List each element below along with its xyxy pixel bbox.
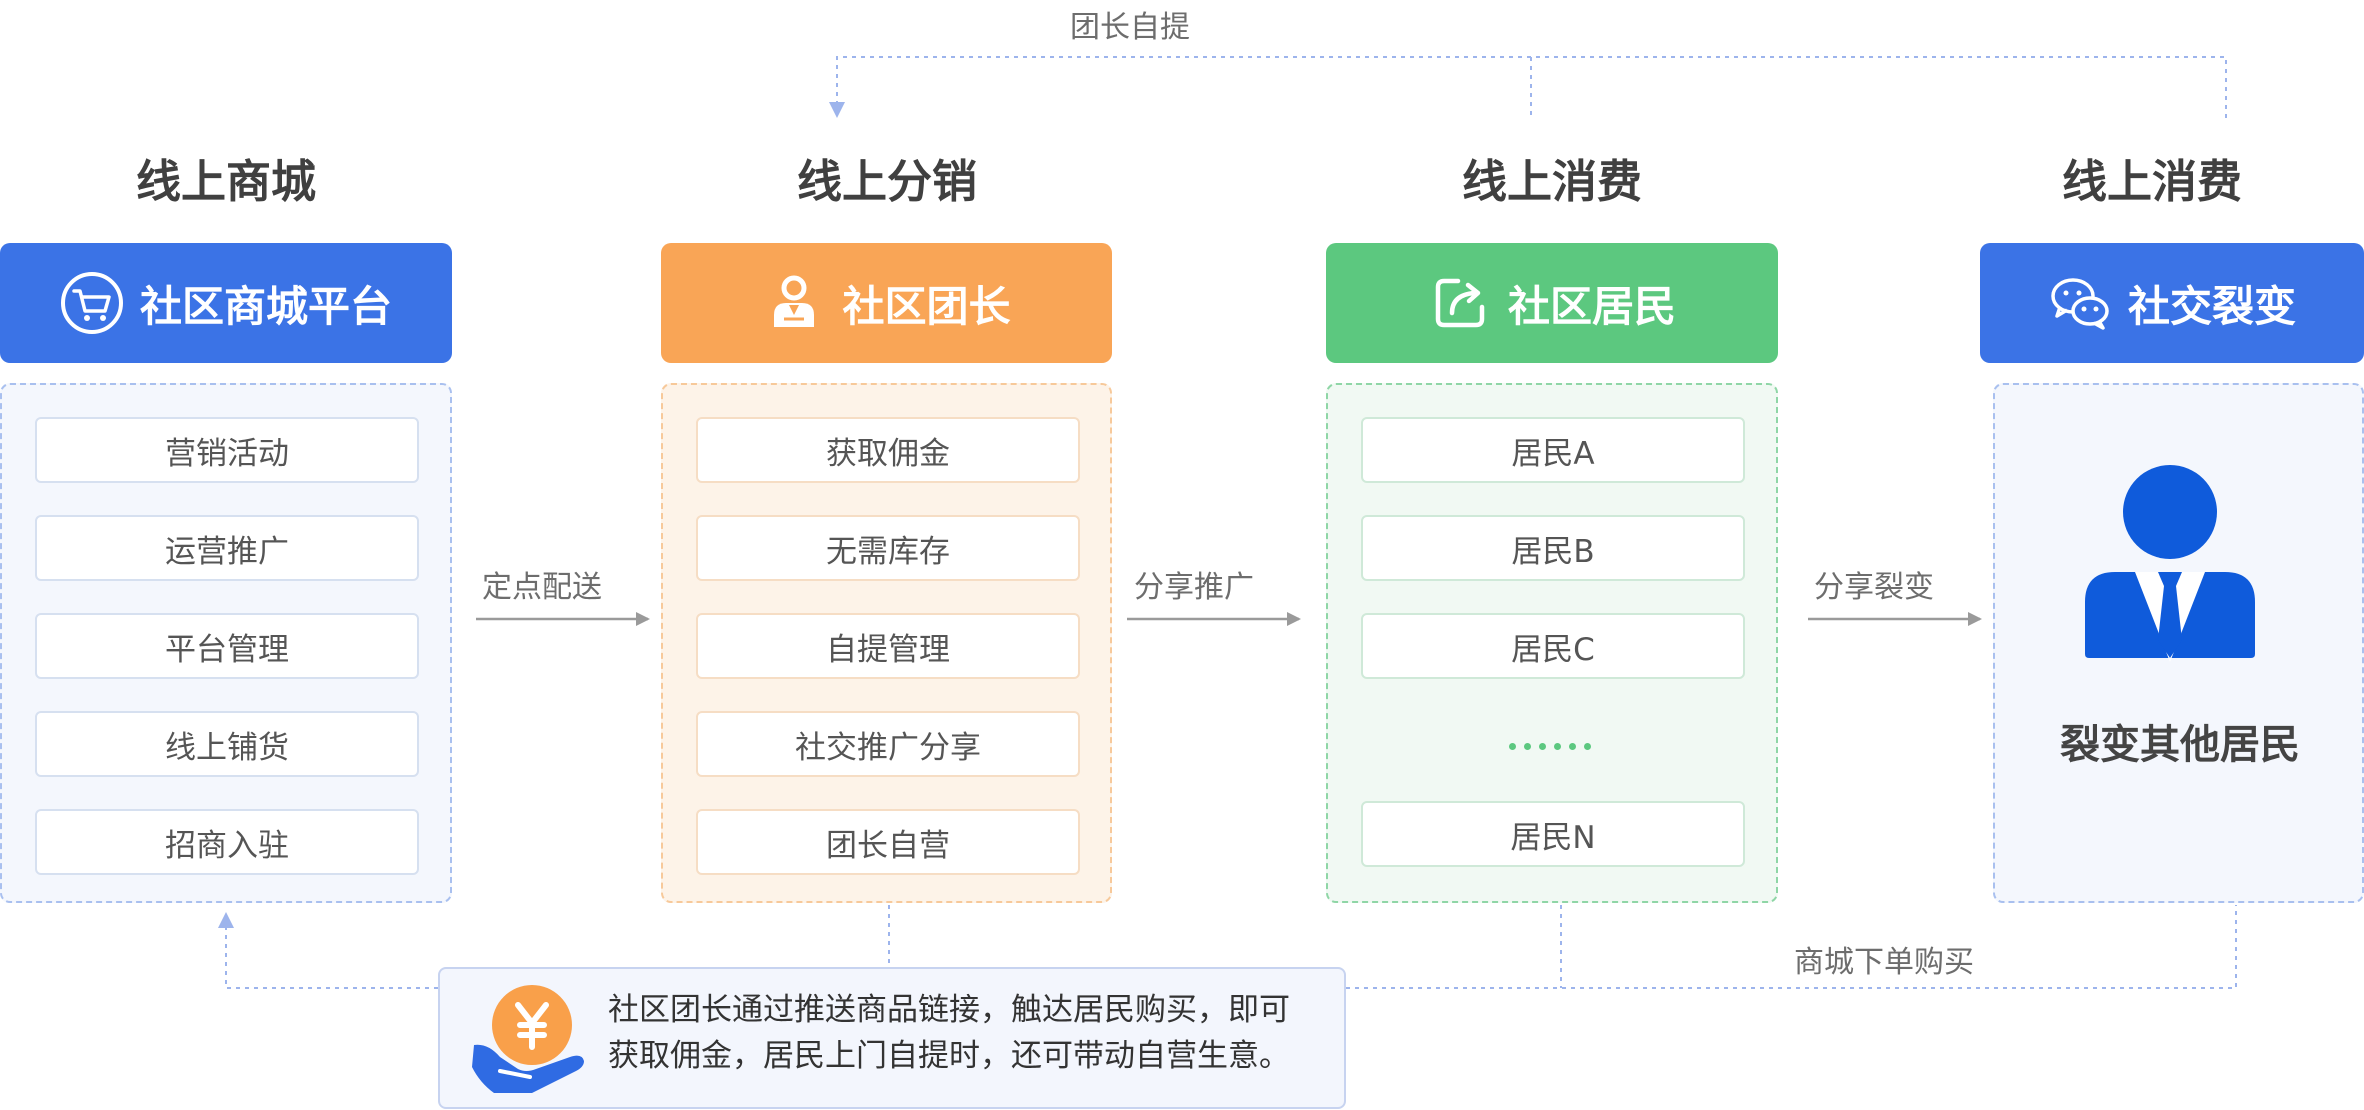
top-arrow-head [829, 102, 845, 118]
list-item: 社交推广分享 [696, 711, 1080, 777]
label-share-promote: 分享推广 [1134, 570, 1254, 605]
panel-residents: 居民A 居民B 居民C 居民N [1326, 383, 1778, 903]
header-label: 社区团长 [842, 281, 1011, 331]
label-share-fission: 分享裂变 [1814, 570, 1934, 605]
list-item: 线上铺货 [35, 711, 419, 777]
list-item: 营销活动 [35, 417, 419, 483]
list-item: 居民B [1361, 515, 1745, 581]
list-item: 居民A [1361, 417, 1745, 483]
label-fixed-delivery: 定点配送 [482, 570, 602, 605]
ellipsis-more-residents [1330, 726, 1770, 766]
header-label: 社区居民 [1507, 281, 1676, 331]
column-title-online-consumption: 线上消费 [1461, 155, 1642, 208]
list-item: 团长自营 [696, 809, 1080, 875]
shopping-cart-icon [60, 272, 123, 334]
header-label: 社区商城平台 [139, 281, 392, 331]
list-item: 居民N [1361, 801, 1745, 867]
commission-note: 社区团长通过推送商品链接，触达居民购买，即可 获取佣金，居民上门自提时，还可带动… [438, 967, 1346, 1109]
wechat-icon [2051, 278, 2109, 330]
column-title-online-distribution: 线上分销 [796, 155, 977, 208]
header-label: 社交裂变 [2127, 281, 2296, 331]
header-community-leader: 社区团长 [661, 243, 1112, 363]
note-line-2: 获取佣金，居民上门自提时，还可带动自营生意。 [608, 1038, 1290, 1074]
note-line-1: 社区团长通过推送商品链接，触达居民购买，即可 [608, 992, 1290, 1028]
panel-leader-benefits: 获取佣金 无需库存 自提管理 社交推广分享 团长自营 [661, 383, 1112, 903]
bottom-order-connector [225, 905, 2237, 989]
list-item: 自提管理 [696, 613, 1080, 679]
header-social-fission: 社交裂变 [1980, 243, 2364, 363]
list-item: 获取佣金 [696, 417, 1080, 483]
list-item: 招商入驻 [35, 809, 419, 875]
list-item: 居民C [1361, 613, 1745, 679]
coin-hand-icon [472, 985, 584, 1093]
label-mall-order: 商城下单购买 [1794, 945, 1974, 980]
column-title-online-consumption-2: 线上消费 [2061, 155, 2242, 208]
column-title-online-mall: 线上商城 [135, 155, 316, 208]
header-community-mall-platform: 社区商城平台 [0, 243, 452, 363]
list-item: 运营推广 [35, 515, 419, 581]
label-leader-pickup: 团长自提 [1070, 10, 1190, 45]
business-person-icon [2085, 465, 2255, 662]
share-arrow-icon [1435, 278, 1485, 328]
leader-person-icon [774, 275, 815, 327]
list-item: 无需库存 [696, 515, 1080, 581]
panel-mall-features: 营销活动 运营推广 平台管理 线上铺货 招商入驻 [0, 383, 452, 903]
list-item: 平台管理 [35, 613, 419, 679]
bottom-arrow-head [218, 912, 234, 928]
top-pickup-connector [836, 56, 2227, 118]
fission-caption: 裂变其他居民 [2060, 722, 2300, 768]
header-community-residents: 社区居民 [1326, 243, 1778, 363]
